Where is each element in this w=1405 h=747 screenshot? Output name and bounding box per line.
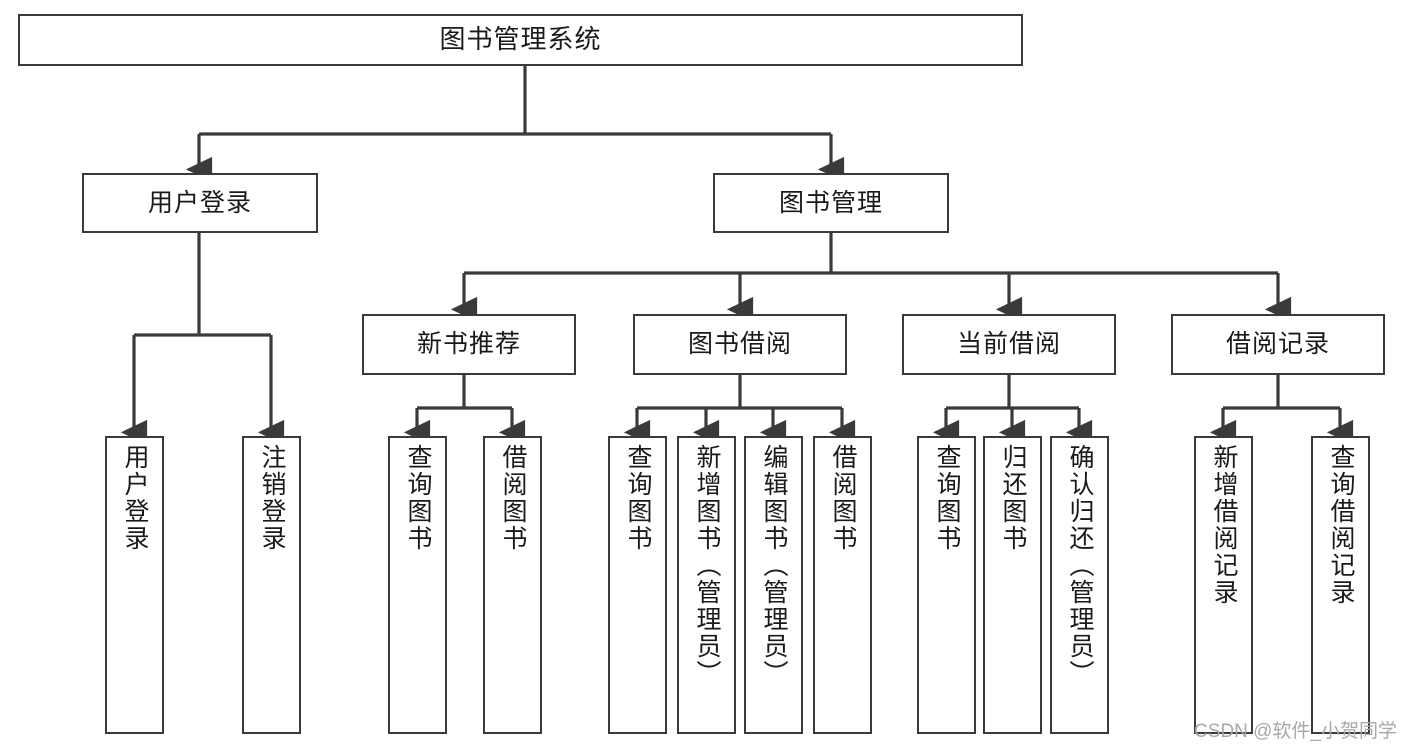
node-leaf-user-login-label: 用户登录 xyxy=(121,444,149,552)
node-user-login[interactable]: 用户登录 xyxy=(82,173,318,233)
node-leaf-add-book[interactable]: 新增图书（管理员） xyxy=(677,436,736,734)
csdn-watermark: CSDN @软件_小贺同学 xyxy=(1194,721,1397,742)
node-leaf-logout-login[interactable]: 注销登录 xyxy=(242,436,301,734)
node-leaf-query-book-3[interactable]: 查询图书 xyxy=(917,436,976,734)
node-leaf-logout-login-label: 注销登录 xyxy=(258,444,286,552)
node-book-manage[interactable]: 图书管理 xyxy=(713,173,949,233)
node-current-borrow[interactable]: 当前借阅 xyxy=(902,314,1116,375)
node-user-login-label: 用户登录 xyxy=(147,188,252,217)
node-leaf-edit-book[interactable]: 编辑图书（管理员） xyxy=(744,436,803,734)
node-leaf-query-book-3-label: 查询图书 xyxy=(933,444,961,552)
node-borrow-record[interactable]: 借阅记录 xyxy=(1171,314,1385,375)
node-leaf-query-book-1-label: 查询图书 xyxy=(404,444,432,552)
node-new-book-recommend-label: 新书推荐 xyxy=(416,330,521,359)
node-leaf-borrow-book-1[interactable]: 借阅图书 xyxy=(483,436,542,734)
node-leaf-edit-book-label: 编辑图书（管理员） xyxy=(760,444,788,687)
node-leaf-confirm-return-label: 确认归还（管理员） xyxy=(1066,444,1094,687)
node-book-borrow[interactable]: 图书借阅 xyxy=(633,314,847,375)
node-leaf-query-book-1[interactable]: 查询图书 xyxy=(388,436,447,734)
node-book-borrow-label: 图书借阅 xyxy=(687,330,792,359)
node-leaf-borrow-book-2-label: 借阅图书 xyxy=(829,444,857,552)
node-borrow-record-label: 借阅记录 xyxy=(1225,330,1330,359)
node-current-borrow-label: 当前借阅 xyxy=(956,330,1061,359)
node-leaf-confirm-return[interactable]: 确认归还（管理员） xyxy=(1050,436,1109,734)
node-leaf-user-login[interactable]: 用户登录 xyxy=(105,436,164,734)
node-leaf-add-book-label: 新增图书（管理员） xyxy=(693,444,721,687)
node-leaf-query-record[interactable]: 查询借阅记录 xyxy=(1311,436,1370,734)
node-leaf-return-book-label: 归还图书 xyxy=(999,444,1027,552)
node-leaf-add-record-label: 新增借阅记录 xyxy=(1210,444,1238,606)
node-leaf-add-record[interactable]: 新增借阅记录 xyxy=(1194,436,1253,734)
node-leaf-query-book-2[interactable]: 查询图书 xyxy=(608,436,667,734)
node-root[interactable]: 图书管理系统 xyxy=(18,14,1023,66)
node-leaf-borrow-book-1-label: 借阅图书 xyxy=(499,444,527,552)
node-leaf-return-book[interactable]: 归还图书 xyxy=(983,436,1042,734)
node-root-label: 图书管理系统 xyxy=(439,24,602,55)
node-new-book-recommend[interactable]: 新书推荐 xyxy=(362,314,576,375)
node-book-manage-label: 图书管理 xyxy=(778,188,883,217)
node-leaf-query-record-label: 查询借阅记录 xyxy=(1327,444,1355,606)
node-leaf-borrow-book-2[interactable]: 借阅图书 xyxy=(813,436,872,734)
node-leaf-query-book-2-label: 查询图书 xyxy=(624,444,652,552)
